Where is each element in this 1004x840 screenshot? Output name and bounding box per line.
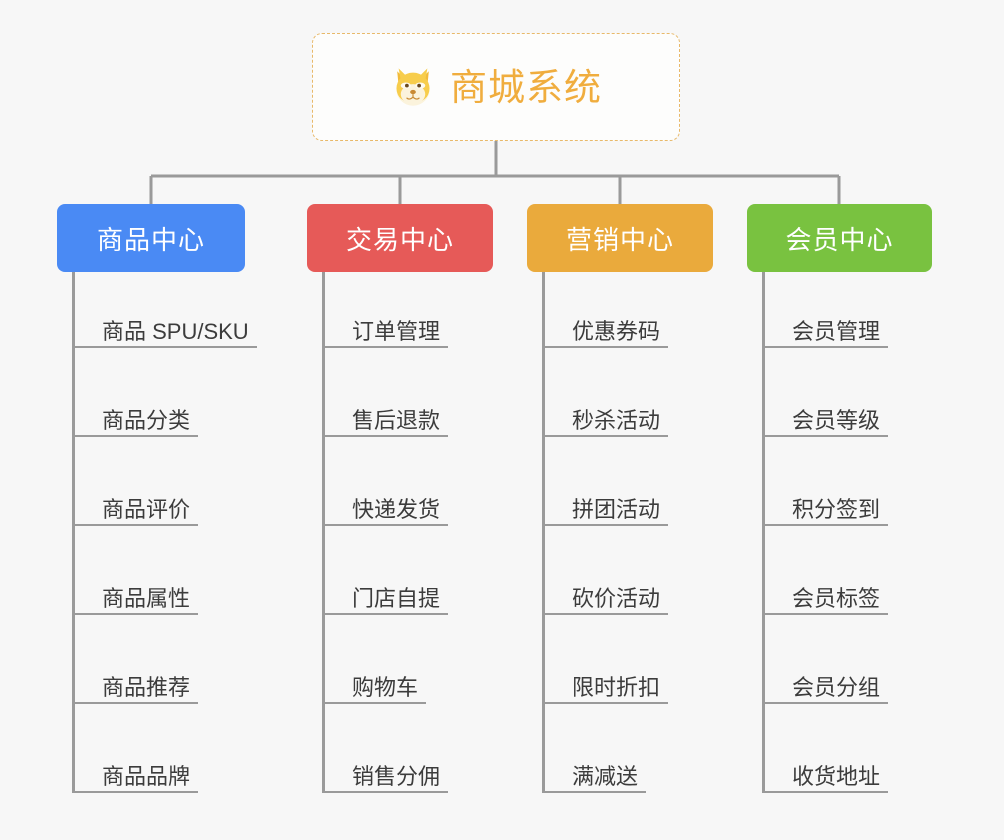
branch-trunk-2 xyxy=(322,272,325,793)
branch-trunk-4 xyxy=(762,272,765,793)
leaf-item-underline xyxy=(542,613,668,615)
leaf-item-underline xyxy=(762,524,888,526)
category-header-1[interactable]: 商品中心 xyxy=(57,204,245,272)
leaf-item-label: 商品评价 xyxy=(102,496,191,522)
leaf-item-label: 商品 SPU/SKU xyxy=(102,318,249,344)
leaf-item-label: 收货地址 xyxy=(792,763,881,789)
leaf-item-underline xyxy=(762,702,888,704)
leaf-item-underline xyxy=(762,346,888,348)
leaf-item-label: 门店自提 xyxy=(352,585,441,611)
category-header-4[interactable]: 会员中心 xyxy=(747,204,932,272)
shiba-dog-icon xyxy=(396,68,430,106)
leaf-item-underline xyxy=(322,702,426,704)
leaf-item-underline xyxy=(762,791,888,793)
leaf-item-label: 商品品牌 xyxy=(102,763,191,789)
leaf-item-label: 商品推荐 xyxy=(102,674,191,700)
leaf-item-underline xyxy=(762,613,888,615)
leaf-item-underline xyxy=(72,702,198,704)
leaf-item-underline xyxy=(542,435,668,437)
category-header-label: 交易中心 xyxy=(345,224,454,255)
leaf-item-underline xyxy=(72,791,198,793)
leaf-item-label: 快递发货 xyxy=(352,496,441,522)
leaf-item-underline xyxy=(542,702,668,704)
leaf-item-label: 秒杀活动 xyxy=(572,407,661,433)
branch-trunk-1 xyxy=(72,272,75,793)
leaf-item-underline xyxy=(542,791,646,793)
category-header-3[interactable]: 营销中心 xyxy=(527,204,713,272)
leaf-item-label: 购物车 xyxy=(352,674,419,700)
leaf-item-label: 会员管理 xyxy=(792,318,881,344)
leaf-item-underline xyxy=(72,524,198,526)
leaf-item-label: 商品分类 xyxy=(102,407,191,433)
leaf-item-label: 限时折扣 xyxy=(572,674,661,700)
leaf-item-label: 售后退款 xyxy=(352,407,441,433)
leaf-item-label: 订单管理 xyxy=(352,318,441,344)
leaf-item-label: 砍价活动 xyxy=(572,585,661,611)
leaf-item-underline xyxy=(72,346,257,348)
leaf-item-underline xyxy=(542,346,668,348)
branch-trunk-3 xyxy=(542,272,545,793)
root-title: 商城系统 xyxy=(450,66,602,108)
leaf-item-underline xyxy=(322,524,448,526)
leaf-item-label: 会员标签 xyxy=(792,585,881,611)
category-header-label: 营销中心 xyxy=(565,224,674,255)
leaf-item-label: 会员等级 xyxy=(792,407,881,433)
leaf-item-label: 销售分佣 xyxy=(352,763,441,789)
leaf-item-label: 积分签到 xyxy=(792,496,881,522)
leaf-item-underline xyxy=(72,613,198,615)
category-header-2[interactable]: 交易中心 xyxy=(307,204,493,272)
root-node[interactable]: 商城系统 xyxy=(312,33,680,141)
leaf-item-label: 商品属性 xyxy=(102,585,191,611)
leaf-item-label: 优惠券码 xyxy=(572,318,661,344)
category-header-label: 会员中心 xyxy=(785,224,894,255)
leaf-item-label: 拼团活动 xyxy=(572,496,661,522)
leaf-item-underline xyxy=(542,524,668,526)
leaf-item-underline xyxy=(322,791,448,793)
leaf-item-underline xyxy=(322,613,448,615)
leaf-item-underline xyxy=(762,435,888,437)
leaf-item-label: 会员分组 xyxy=(792,674,881,700)
category-header-label: 商品中心 xyxy=(96,224,205,255)
leaf-item-underline xyxy=(322,435,448,437)
leaf-item-underline xyxy=(322,346,448,348)
leaf-item-label: 满减送 xyxy=(572,763,639,789)
leaf-item-underline xyxy=(72,435,198,437)
